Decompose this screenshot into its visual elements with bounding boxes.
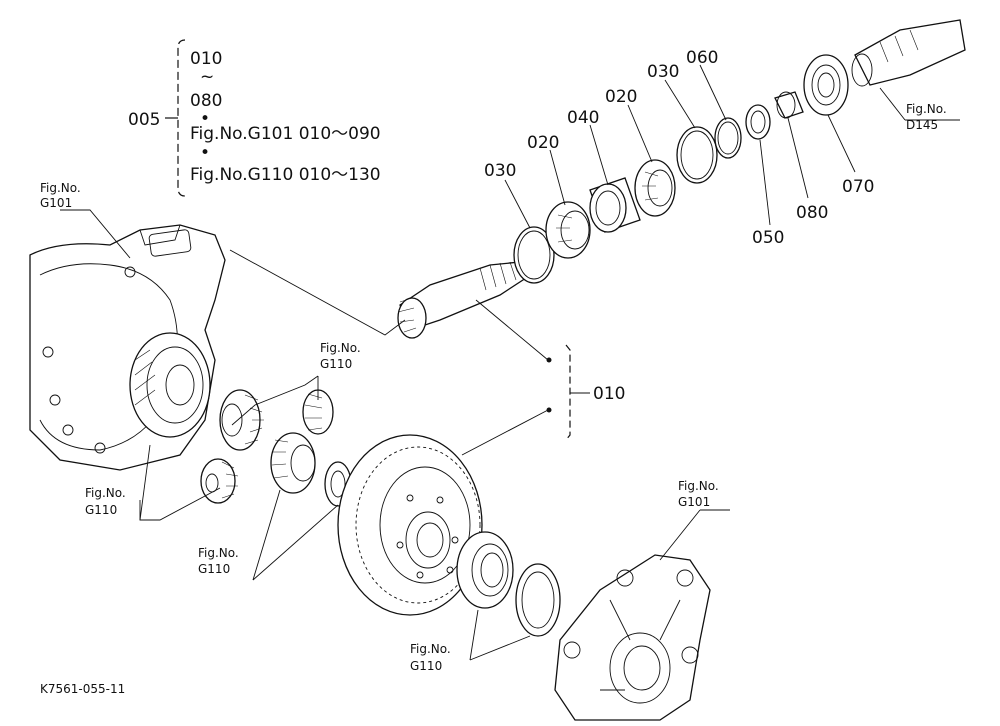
fig-d145-line1: Fig.No. <box>906 102 947 116</box>
part-080-collar <box>774 91 804 119</box>
fig-g101-bottom-line2: G101 <box>678 495 710 509</box>
label-040: 040 <box>567 108 599 128</box>
fig-g110-c-line2: G110 <box>198 562 230 576</box>
group-bracket <box>177 39 186 197</box>
label-060: 060 <box>686 48 718 68</box>
group-line-4: • <box>200 109 210 129</box>
part-050-seal <box>745 104 771 140</box>
label-050: 050 <box>752 228 784 248</box>
leader-lines <box>60 64 960 661</box>
fig-d145-line2: D145 <box>906 118 938 132</box>
label-010: 010 <box>593 384 625 404</box>
part-030-ring-2 <box>676 126 718 184</box>
bevel-pinion-shaft <box>397 261 527 339</box>
fig-g110-d-line1: Fig.No. <box>410 642 451 656</box>
fig-g110-a-line1: Fig.No. <box>320 341 361 355</box>
differential-gears <box>200 389 352 507</box>
right-cover <box>554 554 711 721</box>
fig-g101-top-line1: Fig.No. <box>40 181 81 195</box>
fig-g101-top-line2: G101 <box>40 196 72 210</box>
group-line-3: 080 <box>190 91 222 111</box>
shaft-parts <box>513 19 966 284</box>
group-line-2: ~ <box>200 67 214 87</box>
label-070: 070 <box>842 177 874 197</box>
fig-g110-a-line2: G110 <box>320 357 352 371</box>
group-line-1: 010 <box>190 49 222 69</box>
group-label: 005 <box>128 110 160 130</box>
coupling-shaft <box>854 19 966 86</box>
label-020-b: 020 <box>605 87 637 107</box>
part-020-bearing-2 <box>634 159 676 217</box>
part-number-labels: 030 020 040 020 030 060 050 080 070 010 <box>484 48 874 404</box>
fig-g101-bottom-line1: Fig.No. <box>678 479 719 493</box>
label-080: 080 <box>796 203 828 223</box>
transmission-housing <box>29 224 226 471</box>
group-line-5: Fig.No.G101 010～090 <box>190 124 381 144</box>
label-030-b: 030 <box>647 62 679 82</box>
part-020-bearing <box>545 201 591 259</box>
part-030-ring <box>513 226 555 284</box>
fig-g110-b-line2: G110 <box>85 503 117 517</box>
drawing-code: K7561-055-11 <box>40 682 125 696</box>
fig-g110-b-line1: Fig.No. <box>85 486 126 500</box>
ring-gear <box>337 434 483 616</box>
label-020-a: 020 <box>527 133 559 153</box>
group-line-6: • <box>200 143 210 163</box>
lower-bearing <box>456 531 561 637</box>
figure-references: Fig.No. G101 Fig.No. G110 Fig.No. G110 F… <box>40 102 947 673</box>
part-060-circlip <box>714 117 742 159</box>
label-030-a: 030 <box>484 161 516 181</box>
fig-g110-c-line1: Fig.No. <box>198 546 239 560</box>
group-005-callout: 005 010 ~ 080 • Fig.No.G101 010～090 • Fi… <box>128 39 381 197</box>
group-line-7: Fig.No.G110 010～130 <box>190 165 381 185</box>
part-070-flange <box>803 54 849 116</box>
fig-g110-d-line2: G110 <box>410 659 442 673</box>
